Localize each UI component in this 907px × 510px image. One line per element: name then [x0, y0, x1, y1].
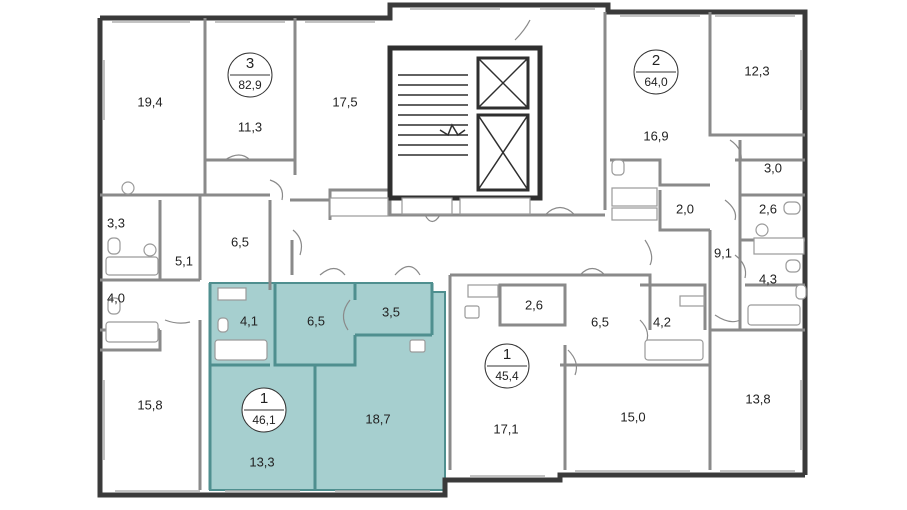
toilet-icon	[785, 259, 801, 273]
sink-icon	[611, 187, 658, 207]
door-swing-icon	[424, 214, 441, 223]
doors	[164, 19, 747, 376]
highlight-walls	[208, 283, 434, 490]
room-area-label: 4,3	[759, 271, 777, 286]
door-swing-icon	[224, 154, 251, 161]
room-area-label: 6,5	[231, 234, 249, 249]
sink-icon	[464, 305, 480, 319]
badge-area: 82,9	[238, 78, 262, 92]
fixtures	[105, 159, 807, 361]
door-swing-icon	[644, 239, 653, 266]
elevator-icon	[476, 113, 530, 192]
room-area-label: 3,0	[764, 160, 782, 175]
stair-core	[387, 45, 543, 201]
sink-icon	[753, 237, 805, 255]
sink-icon	[401, 197, 453, 215]
toilet-icon	[783, 201, 801, 215]
sink-icon	[459, 197, 531, 215]
badge-area: 45,4	[495, 369, 519, 383]
apartment-badge[interactable]: 2 64,0	[633, 49, 679, 95]
room-area-label: 15,8	[137, 397, 162, 412]
room-area-label: 3,3	[107, 215, 125, 230]
room-area-label: 17,5	[332, 94, 357, 109]
sink-icon	[409, 339, 426, 353]
room-area-label: 4,2	[653, 314, 671, 329]
sink-icon	[217, 287, 247, 301]
room-area-label: 11,3	[238, 119, 262, 134]
room-area-label: 16,9	[643, 128, 668, 143]
bathtub-icon	[644, 339, 704, 361]
sink-icon	[121, 181, 135, 195]
toilet-icon	[795, 284, 807, 300]
door-swing-icon	[292, 229, 303, 256]
bathtub-icon	[747, 304, 801, 326]
room-area-label: 6,5	[307, 313, 325, 328]
apartment-badge[interactable]: 3 82,9	[227, 52, 273, 98]
room-area-label: 15,0	[620, 409, 645, 424]
stairs-icon	[398, 74, 468, 156]
toilet-icon	[107, 237, 121, 255]
windows	[103, 8, 802, 492]
room-area-label: 13,8	[745, 391, 770, 406]
apartment-badge[interactable]: 1 45,4	[484, 343, 530, 389]
sink-icon	[755, 223, 769, 237]
interior-walls	[100, 12, 805, 490]
toilet-icon	[217, 317, 229, 333]
sink-icon	[679, 295, 705, 307]
room-area-label: 4,0	[107, 290, 125, 305]
badge-rooms: 1	[260, 390, 268, 407]
door-swing-icon	[734, 254, 747, 279]
room-area-label: 19,4	[137, 94, 162, 109]
bathtub-icon	[105, 256, 159, 276]
door-swing-icon	[269, 179, 284, 201]
door-swing-icon	[514, 19, 531, 41]
badge-rooms: 2	[652, 52, 660, 69]
apartment-badge[interactable]: 1 46,1	[241, 387, 287, 433]
door-swing-icon	[394, 265, 421, 276]
door-swing-icon	[544, 206, 576, 216]
badge-rooms: 1	[503, 346, 511, 363]
room-area-label: 17,1	[493, 421, 518, 436]
door-swing-icon	[342, 299, 351, 331]
room-area-label: 5,1	[175, 253, 193, 268]
door-swing-icon	[579, 267, 606, 276]
door-swing-icon	[567, 349, 578, 376]
room-area-label: 12,3	[744, 63, 769, 78]
room-area-label: 2,0	[676, 201, 694, 216]
toilet-icon	[107, 297, 121, 315]
badge-area: 64,0	[644, 75, 668, 89]
room-area-label: 4,1	[240, 313, 258, 328]
room-area-label: 6,5	[591, 314, 609, 329]
door-swing-icon	[724, 199, 737, 221]
door-swing-icon	[729, 139, 742, 166]
sink-icon	[329, 197, 389, 217]
room-area-label: 3,5	[382, 304, 400, 319]
badge-area: 46,1	[252, 413, 276, 427]
sink-icon	[611, 207, 658, 221]
door-swing-icon	[714, 314, 741, 323]
toilet-icon	[611, 159, 625, 176]
door-swing-icon	[319, 267, 346, 276]
sink-icon	[467, 284, 499, 298]
room-area-label: 2,6	[525, 297, 543, 312]
room-area-label: 13,3	[249, 454, 274, 469]
sink-icon	[143, 243, 157, 257]
badge-rooms: 3	[246, 55, 254, 72]
outer-walls	[97, 2, 808, 498]
room-area-label: 9,1	[714, 245, 732, 260]
door-swing-icon	[164, 319, 191, 324]
bathtub-icon	[214, 339, 268, 361]
room-labels: 19,4 11,3 17,5 12,3 16,9 3,0 2,0 2,6 3,3…	[107, 63, 782, 469]
room-area-label: 18,7	[365, 411, 390, 426]
room-area-label: 2,6	[759, 201, 777, 216]
bathtub-icon	[105, 321, 159, 343]
elevator-icon	[476, 56, 530, 110]
